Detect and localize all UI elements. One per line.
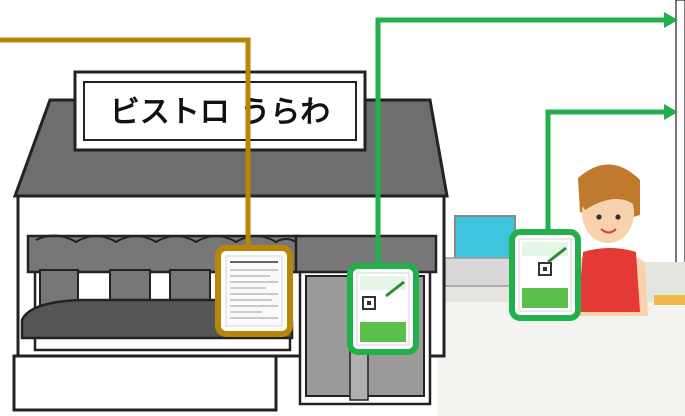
store-building: ビストロ うらわ [14,72,447,410]
info-card-panel [676,0,685,268]
counter-poster [512,232,578,318]
store-name: ビストロ うらわ [110,95,330,130]
staff-icon [570,164,648,316]
drink-tray-icon [654,295,685,305]
store-sign-board: ビストロ うらわ [75,72,365,150]
window-poster [218,248,290,334]
door-poster [350,266,416,352]
